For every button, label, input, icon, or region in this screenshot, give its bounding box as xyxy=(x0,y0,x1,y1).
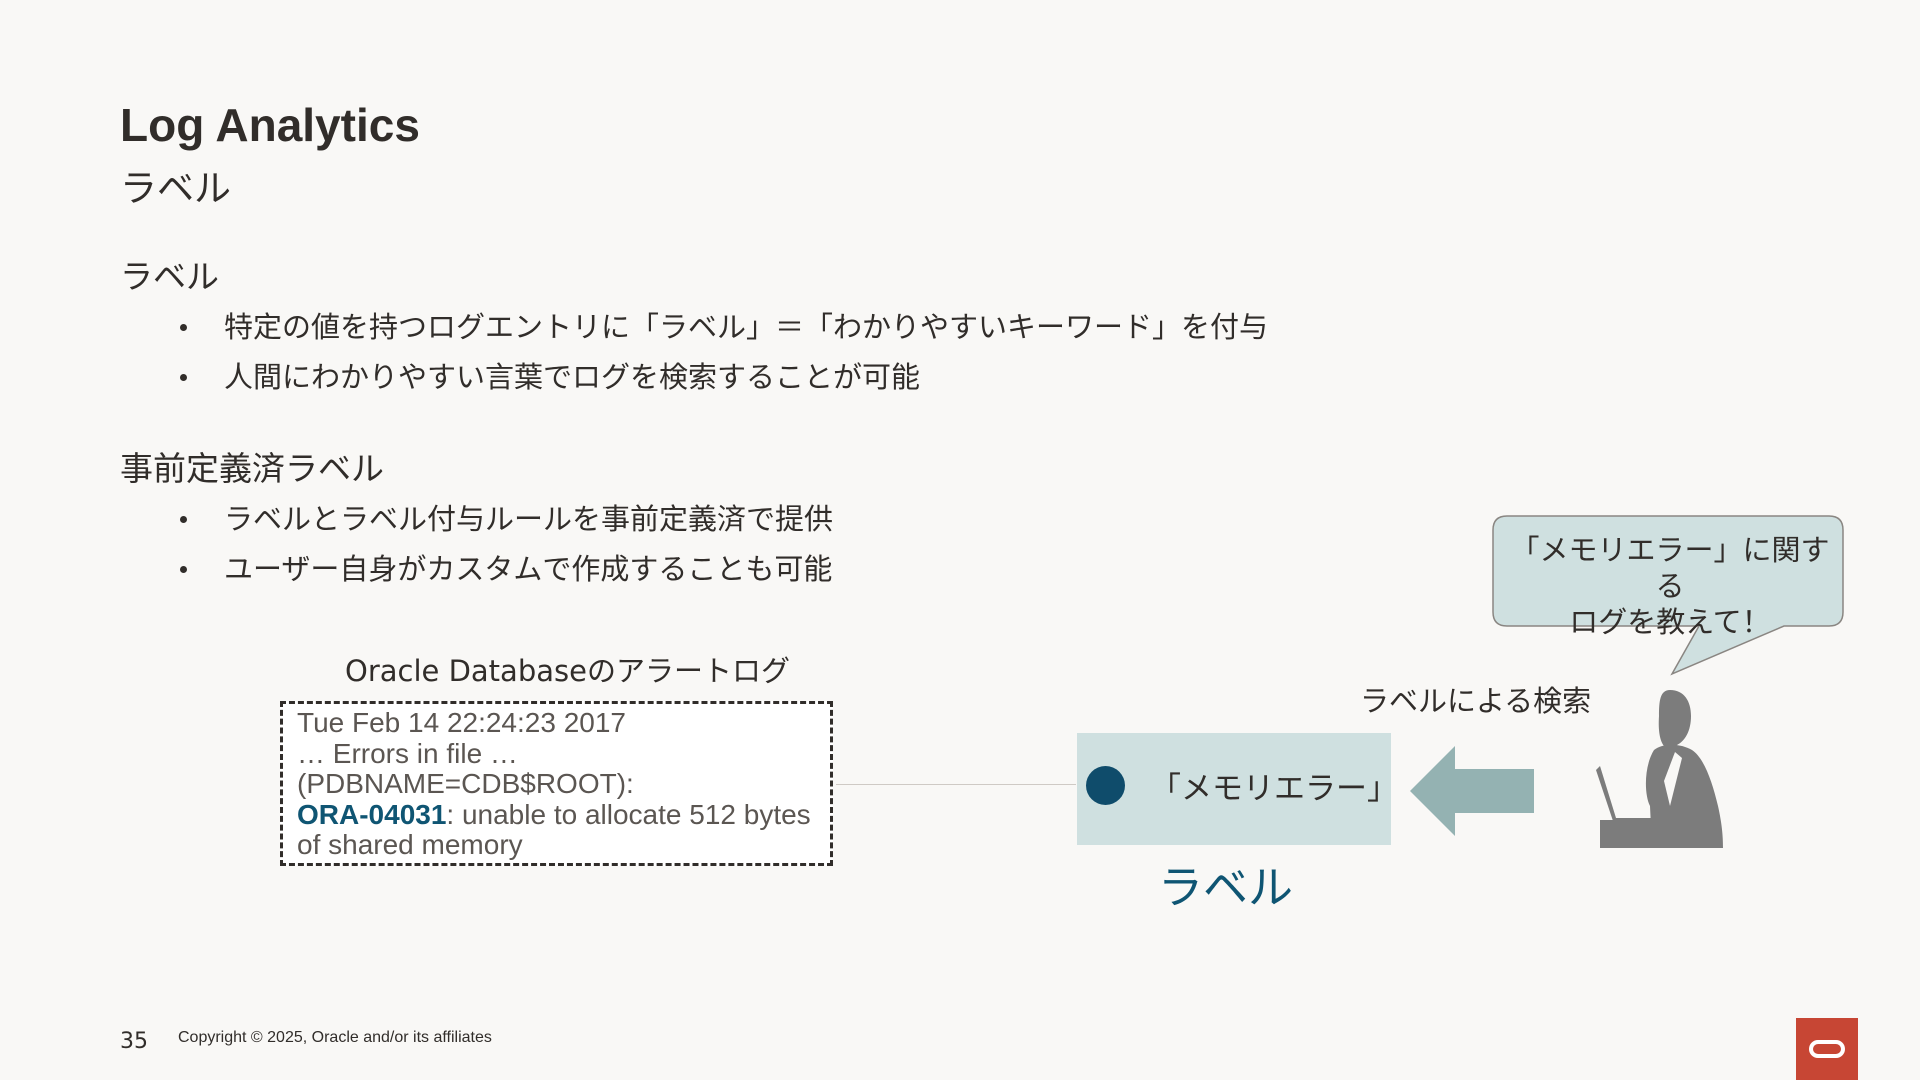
page-title: Log Analytics xyxy=(120,99,420,151)
log-line: … Errors in file … xyxy=(297,737,518,769)
label-value: 「メモリエラー」 xyxy=(1150,771,1398,807)
bullet-item: ラベルとラベル付与ルールを事前定義済で提供 xyxy=(176,494,833,544)
copyright-text: Copyright © 2025, Oracle and/or its affi… xyxy=(178,1029,492,1046)
section-heading-predefined: 事前定義済ラベル xyxy=(120,449,384,488)
log-line-error: ORA-04031: unable to allocate 512 bytes xyxy=(297,798,820,831)
log-caption: Oracle Databaseのアラートログ xyxy=(345,654,790,688)
alert-log-box: Tue Feb 14 22:24:23 2017 … Errors in fil… xyxy=(280,701,833,866)
bubble-line: ログを教えて！ xyxy=(1569,605,1771,639)
label-dot-icon xyxy=(1086,766,1125,805)
predefined-bullet-list: ラベルとラベル付与ルールを事前定義済で提供 ユーザー自身がカスタムで作成すること… xyxy=(176,494,833,594)
log-line: (PDBNAME=CDB$ROOT): xyxy=(297,768,634,799)
person-laptop-icon xyxy=(1596,690,1723,848)
error-message: : unable to allocate 512 bytes xyxy=(446,798,811,830)
oracle-logo-icon xyxy=(1796,1018,1858,1080)
log-line: of shared memory xyxy=(297,829,523,860)
label-caption: ラベル xyxy=(1158,861,1294,914)
bubble-line: 「メモリエラー」に関する xyxy=(1510,533,1830,603)
section-heading-labels: ラベル xyxy=(120,257,219,296)
connector-line xyxy=(836,784,1076,785)
error-code: ORA-04031 xyxy=(297,798,447,830)
speech-bubble-icon xyxy=(1492,515,1844,676)
page-subtitle: ラベル xyxy=(120,167,231,210)
log-line: Tue Feb 14 22:24:23 2017 xyxy=(297,707,626,738)
speech-bubble-text: 「メモリエラー」に関する ログを教えて！ xyxy=(1500,532,1840,640)
bullet-item: ユーザー自身がカスタムで作成することも可能 xyxy=(176,544,833,594)
arrow-left-icon xyxy=(1410,746,1534,836)
labels-bullet-list: 特定の値を持つログエントリに「ラベル」＝「わかりやすいキーワード」を付与 人間に… xyxy=(176,302,1268,402)
page-number: 35 xyxy=(120,1029,148,1054)
bullet-item: 特定の値を持つログエントリに「ラベル」＝「わかりやすいキーワード」を付与 xyxy=(176,302,1268,352)
label-box xyxy=(1077,733,1391,845)
search-caption: ラベルによる検索 xyxy=(1360,684,1592,718)
bullet-item: 人間にわかりやすい言葉でログを検索することが可能 xyxy=(176,352,1268,402)
